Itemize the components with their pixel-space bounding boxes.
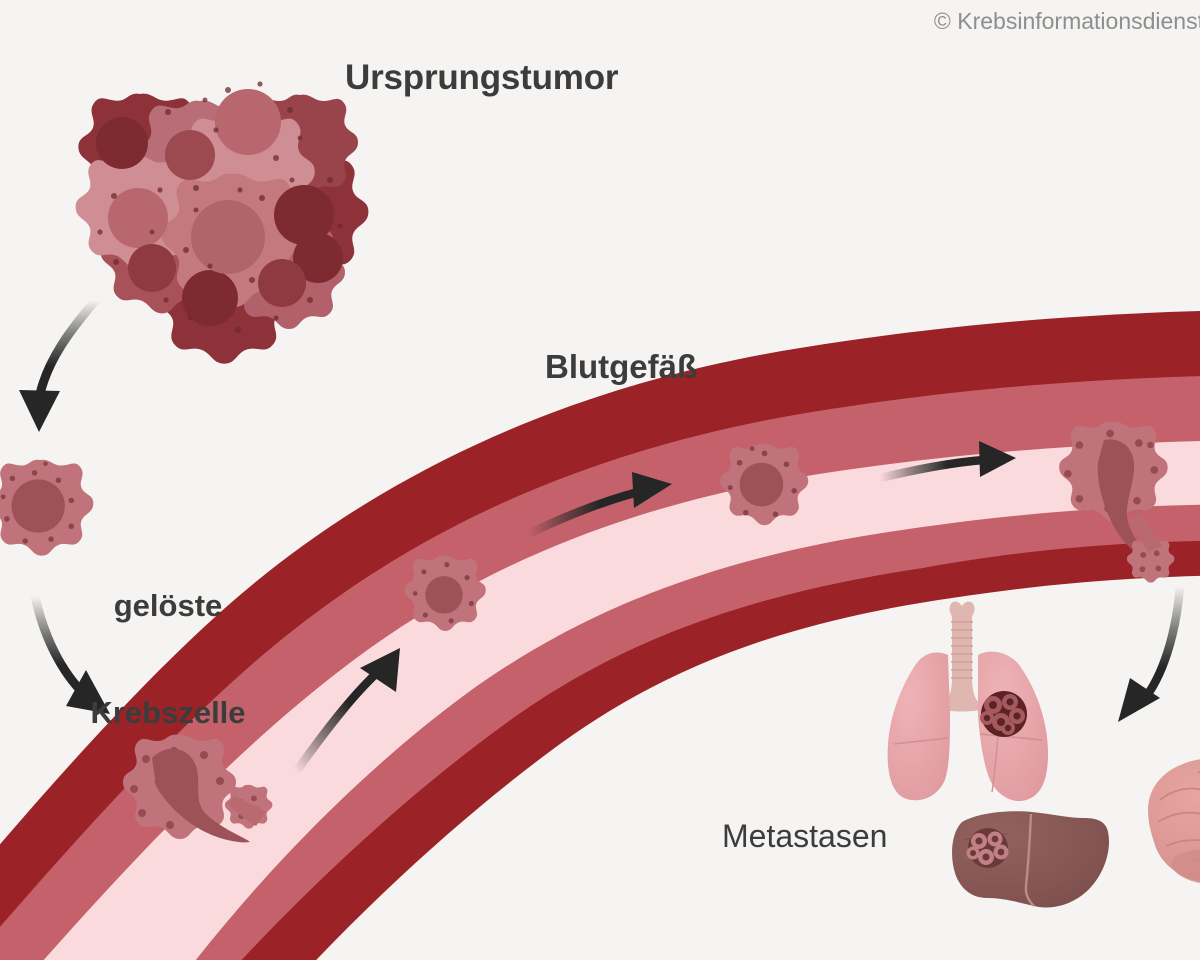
tumor-nucleus [128, 244, 176, 292]
detached-cell-label-line2: Krebszelle [90, 695, 246, 731]
tumor-nucleus [191, 200, 265, 274]
detached-cancer-cell [0, 459, 94, 556]
arrow-flow-left [291, 648, 400, 777]
elongated-nucleus [152, 748, 250, 843]
lung-fissure [893, 737, 949, 745]
tumor-nucleus [182, 270, 238, 326]
vessel-label: Blutgefäß [545, 348, 698, 385]
tumor-nucleus [96, 117, 148, 169]
cell-bridge [228, 796, 266, 826]
trachea [944, 601, 980, 712]
metastases-label: Metastasen [722, 818, 888, 854]
cerebellum [1171, 849, 1200, 883]
tumor-nucleus [215, 89, 281, 155]
circulating-cancer-cell-mid [720, 443, 809, 526]
extravasating-cancer-cell [1059, 421, 1175, 583]
intravasating-cancer-cell [123, 734, 273, 843]
vessel-outer-wall [0, 311, 1200, 960]
lung-fissure [979, 733, 1043, 741]
cell-bridge [1128, 512, 1162, 552]
circulating-cancer-cell-left [404, 555, 486, 631]
tumor-nucleus [293, 233, 343, 283]
brain-body [1148, 759, 1200, 882]
page-title: Ursprungstumor [345, 58, 619, 97]
primary-tumor-cluster [75, 81, 369, 364]
elongated-nucleus [1097, 439, 1148, 560]
tumor-nucleus [108, 188, 168, 248]
liver-ligament [1024, 813, 1035, 907]
arrow-cell-to-vessel [30, 591, 110, 714]
tumor-nucleus [165, 130, 215, 180]
arrow-tumor-to-cell [19, 295, 101, 432]
lung-metastasis [980, 691, 1027, 737]
detached-cell-label: gelöste Krebszelle [62, 517, 274, 802]
tumor-nucleus [258, 259, 306, 307]
liver-organ [952, 811, 1110, 908]
lungs-organ [887, 601, 1048, 802]
brain-organ [1148, 759, 1200, 883]
arrow-flow-right [875, 441, 1016, 483]
liver-metastasis [966, 828, 1009, 868]
arrow-vessel-to-organs [1118, 581, 1185, 722]
vessel-lumen [43, 441, 1200, 960]
vessel-outer-wall-bottom [241, 540, 1200, 960]
vessel-inner-lining-bottom [195, 504, 1200, 960]
arrow-flow-mid [523, 472, 672, 539]
tumor-nucleus [274, 185, 334, 245]
detached-cell-label-line1: gelöste [113, 588, 223, 624]
trachea-rings [951, 621, 973, 679]
blood-vessel [0, 311, 1200, 960]
lung-left [887, 652, 950, 801]
copyright-credit: © Krebsinformationsdienst [933, 8, 1200, 34]
